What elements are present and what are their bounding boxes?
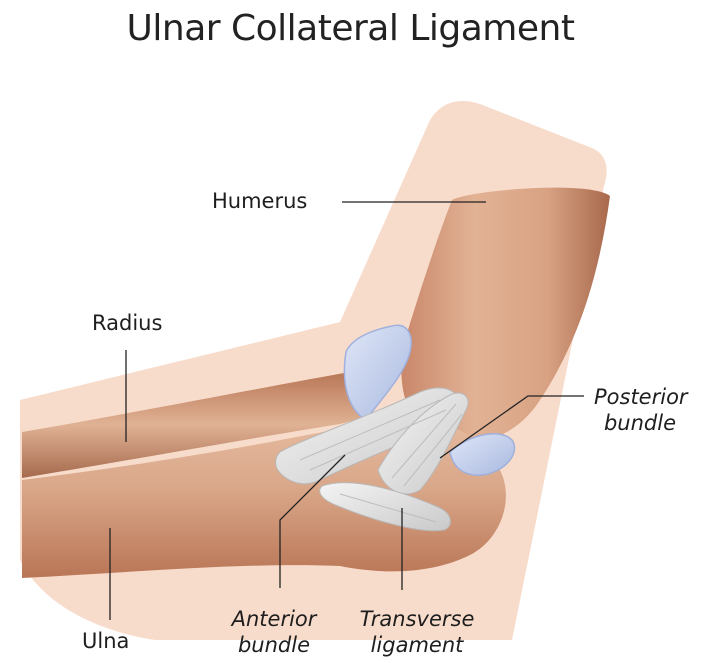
label-humerus: Humerus [212,188,307,214]
label-posterior-bundle: Posterior bundle [594,384,686,436]
label-transverse-line1: Transverse [358,606,476,632]
label-transverse-ligament: Transverse ligament [358,606,476,658]
label-radius: Radius [92,310,162,336]
label-anterior-line2: bundle [224,632,324,658]
label-transverse-line2: ligament [358,632,476,658]
label-posterior-line2: bundle [594,410,686,436]
label-anterior-line1: Anterior [224,606,324,632]
label-ulna: Ulna [82,628,129,654]
label-anterior-bundle: Anterior bundle [224,606,324,658]
label-posterior-line1: Posterior [594,384,686,410]
